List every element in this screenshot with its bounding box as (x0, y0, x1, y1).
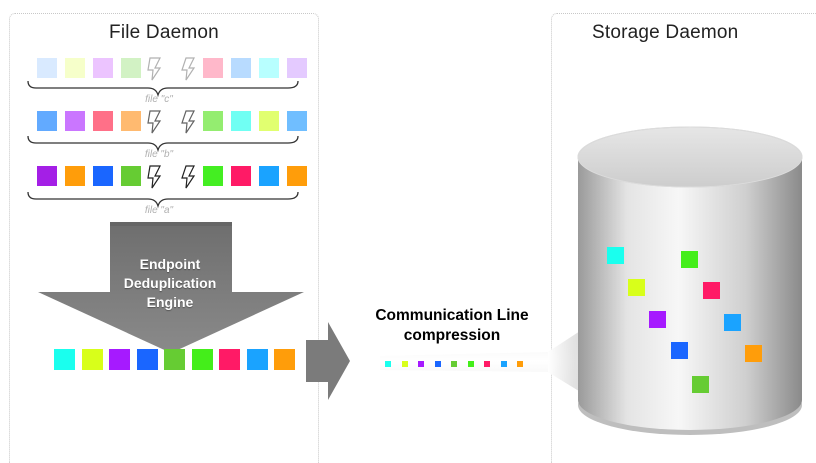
stored-chunk (724, 314, 741, 331)
file-chunk (287, 58, 307, 78)
compressed-chunk (484, 361, 490, 367)
stored-chunk (703, 282, 720, 299)
transfer-arrow (306, 322, 350, 400)
file-chunk (37, 111, 57, 131)
file-chunk (259, 58, 279, 78)
file-chunk (287, 166, 307, 186)
file-chunk (259, 111, 279, 131)
break-markers (147, 57, 196, 189)
file-chunk (121, 166, 141, 186)
file-chunk (93, 58, 113, 78)
stored-chunk (628, 279, 645, 296)
compressed-chunk (434, 361, 441, 367)
compressed-chunk (467, 361, 474, 367)
file-chunk (37, 166, 57, 186)
compressed-chunk (451, 361, 457, 367)
file-braces (27, 80, 299, 209)
engine-label: Endpoint Deduplication Engine (105, 255, 235, 312)
engine-label-line1: Endpoint (139, 256, 201, 272)
output-chunk (81, 349, 103, 370)
file-chunk (121, 58, 141, 78)
compressed-chunk (385, 361, 391, 367)
compressed-chunk (517, 361, 523, 367)
storage-daemon-title: Storage Daemon (592, 22, 739, 43)
stored-chunk (671, 342, 688, 359)
file-chunk (65, 111, 85, 131)
stored-chunk (692, 376, 709, 393)
file-chunk (203, 111, 223, 131)
file-chunk (121, 111, 141, 131)
stored-chunk (681, 251, 698, 268)
dedup-arrow (38, 222, 304, 353)
file-chunk (231, 58, 251, 78)
file-chunk (65, 166, 85, 186)
output-chunk (54, 349, 75, 370)
file-chunk (231, 166, 251, 186)
output-chunk (219, 349, 240, 370)
stored-chunk (607, 247, 624, 264)
file-label-a: file "a" (144, 205, 174, 216)
file-chunk (259, 166, 279, 186)
file-chunk (37, 58, 57, 78)
compressed-chunk (418, 361, 424, 367)
file-chunk (203, 58, 223, 78)
output-chunk (246, 349, 268, 370)
storage-cylinder (577, 126, 803, 435)
file-chunk (93, 166, 113, 186)
stored-chunk (745, 345, 762, 362)
engine-label-line2: Deduplication (123, 275, 217, 291)
communication-pipe (380, 318, 600, 404)
file-chunk (65, 58, 85, 78)
compressed-chunk (500, 361, 507, 367)
file-daemon-title: File Daemon (109, 22, 219, 43)
file-chunk (287, 111, 307, 131)
file-chunk (93, 111, 113, 131)
output-chunk (109, 349, 130, 370)
output-chunk (164, 349, 185, 370)
file-chunk (203, 166, 223, 186)
compressed-chunk (401, 361, 408, 367)
file-daemon-panel: File Daemon (9, 13, 319, 463)
communication-label: Communication Line compression (352, 306, 552, 346)
stored-chunk (649, 311, 666, 328)
communication-label-line2: compression (403, 327, 501, 344)
storage-daemon-panel: Storage Daemon (551, 13, 816, 463)
output-chunk (274, 349, 295, 370)
output-chunk (191, 349, 213, 370)
file-chunk (231, 111, 251, 131)
file-label-c: file "c" (145, 94, 173, 105)
engine-label-line3: Engine (146, 294, 194, 310)
file-label-b: file "b" (144, 149, 174, 160)
communication-label-line1: Communication Line (375, 307, 529, 324)
output-chunk (136, 349, 158, 370)
